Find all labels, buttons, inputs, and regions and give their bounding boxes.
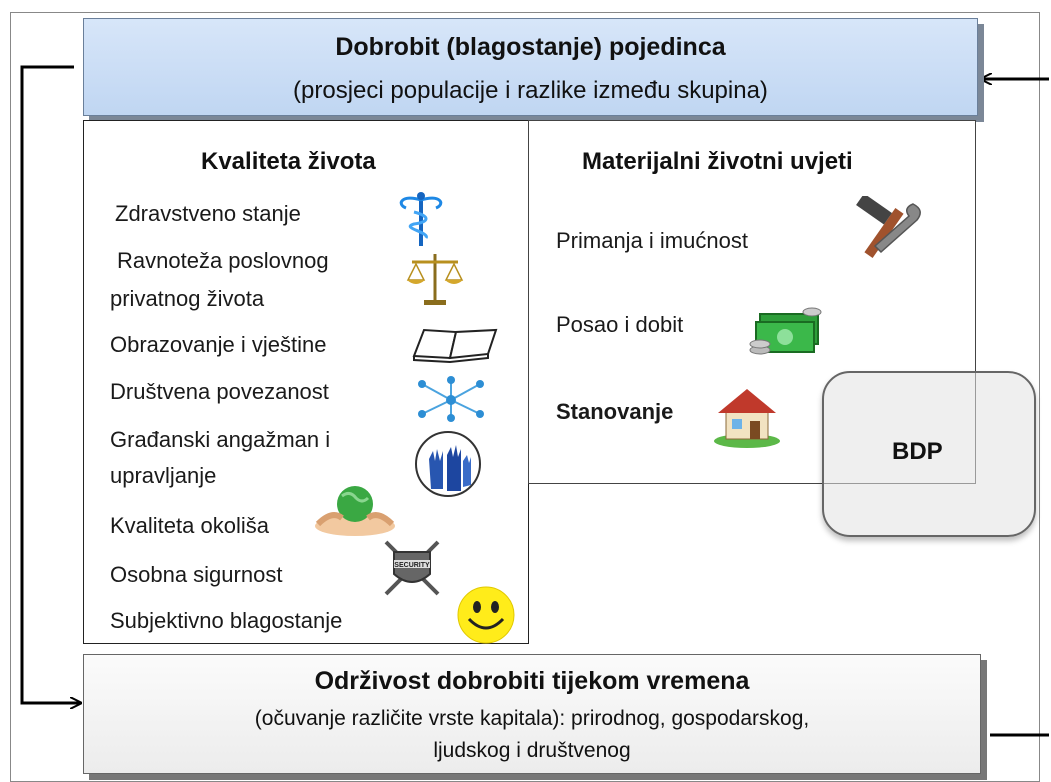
globe-in-hands-icon [312, 480, 398, 538]
svg-text:SECURITY: SECURITY [394, 562, 430, 569]
quality-item-environment: Kvaliteta okoliša [110, 511, 314, 541]
house-icon [712, 383, 782, 449]
caduceus-icon [392, 190, 450, 248]
wellbeing-subtitle: (prosjeci populacije i razlike između sk… [84, 77, 977, 105]
quality-item-security: Osobna sigurnost [110, 560, 282, 590]
quality-item-civic: Građanski angažman i [110, 425, 330, 455]
material-item-jobs: Posao i dobit [556, 310, 683, 340]
tools-icon [851, 196, 931, 260]
gdp-label: BDP [892, 438, 943, 466]
scales-icon [404, 248, 466, 310]
network-icon [412, 374, 490, 422]
quality-item-civic-cont: upravljanje [110, 461, 216, 491]
smiley-icon [453, 585, 519, 645]
security-badge-icon: SECURITY [380, 536, 444, 600]
quality-item-health: Zdravstveno stanje [115, 199, 301, 229]
quality-item-education: Obrazovanje i vještine [110, 330, 326, 360]
wellbeing-title: Dobrobit (blagostanje) pojedinca [84, 33, 977, 62]
sustainability-line2: ljudskog i društvenog [84, 739, 980, 763]
individual-wellbeing-box: Dobrobit (blagostanje) pojedinca (prosje… [83, 18, 978, 116]
raised-hands-icon [413, 429, 483, 499]
quality-item-subjective: Subjektivno blagostanje [110, 606, 342, 636]
open-book-icon [410, 324, 500, 364]
material-heading: Materijalni životni uvjeti [582, 148, 853, 176]
money-icon [748, 300, 822, 362]
sustainability-box: Održivost dobrobiti tijekom vremena (oču… [83, 654, 981, 774]
quality-item-social: Društvena povezanost [110, 377, 329, 407]
quality-item-balance: Ravnoteža poslovnog [117, 246, 329, 276]
left-feedback-arrow [22, 67, 80, 703]
sustainability-line1: (očuvanje različite vrste kapitala): pri… [84, 707, 980, 731]
material-item-housing: Stanovanje [556, 397, 673, 427]
material-item-income: Primanja i imućnost [556, 226, 748, 256]
sustainability-title: Održivost dobrobiti tijekom vremena [84, 667, 980, 696]
quality-item-balance-cont: privatnog života [110, 284, 264, 314]
quality-heading: Kvaliteta života [201, 148, 376, 176]
